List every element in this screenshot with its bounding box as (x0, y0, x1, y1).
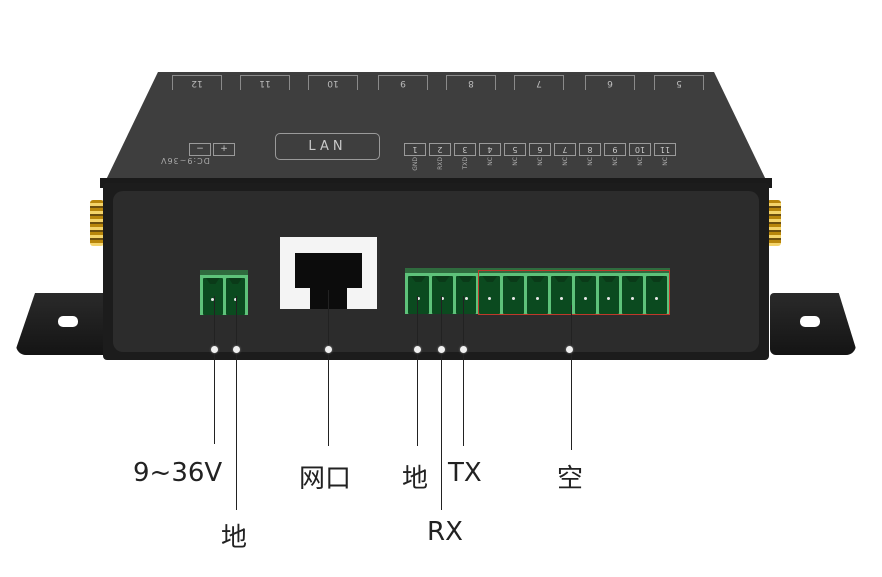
pin-function: NC (586, 157, 594, 166)
callout-dot (232, 346, 240, 353)
pin-number: 3 (454, 143, 476, 156)
pin-number: 2 (429, 143, 451, 156)
spare-pin[interactable] (550, 276, 572, 314)
pin-number: 11 (654, 143, 676, 156)
spare-pin[interactable] (622, 276, 644, 314)
pin-number: 10 (629, 143, 651, 156)
top-port-label: 7 (514, 75, 564, 90)
mounting-slot-right (800, 316, 820, 327)
pin-number: 1 (404, 143, 426, 156)
serial-pin-rx[interactable] (431, 276, 453, 314)
power-pin-ground[interactable] (225, 278, 245, 315)
pin-function: NC (636, 157, 644, 166)
top-port-label: 8 (446, 75, 496, 90)
spare-pin[interactable] (479, 276, 501, 314)
pin-number: 5 (504, 143, 526, 156)
spare-pin[interactable] (503, 276, 525, 314)
top-port-label: 12 (172, 75, 222, 90)
callout-dot (459, 346, 467, 353)
power-pin-positive[interactable] (203, 278, 223, 315)
callout-line-power (214, 296, 215, 444)
label-tx: TX (448, 458, 482, 488)
serial-terminal-block[interactable] (405, 268, 670, 314)
label-power-input: 9~36V (133, 458, 223, 488)
top-port-label: 11 (240, 75, 290, 90)
callout-line-tx (463, 296, 464, 446)
pin-number: 8 (579, 143, 601, 156)
spare-pin[interactable] (598, 276, 620, 314)
top-port-label: 6 (585, 75, 635, 90)
callout-line-power-ground (236, 296, 237, 510)
mounting-bracket-left (16, 293, 111, 355)
antenna-connector-right-icon (767, 200, 781, 246)
callout-dot (437, 346, 445, 353)
top-port-label: 5 (654, 75, 704, 90)
callout-dot (413, 346, 421, 353)
pin-function: NC (486, 157, 494, 166)
pin-function: NC (536, 157, 544, 166)
top-port-label: 9 (378, 75, 428, 90)
pin-number: 9 (604, 143, 626, 156)
antenna-connector-left-icon (90, 200, 104, 246)
spare-pin[interactable] (646, 276, 667, 314)
negative-mark: − (189, 143, 211, 156)
pin-function: NC (561, 157, 569, 166)
mounting-bracket-right (770, 293, 856, 355)
mounting-slot-left (58, 316, 78, 327)
callout-dot (324, 346, 332, 353)
serial-pin-tx[interactable] (455, 276, 477, 314)
dc-voltage-label: DC:9~36V (160, 156, 210, 165)
top-port-label: 10 (308, 75, 358, 90)
label-network-port: 网口 (299, 464, 352, 494)
callout-line-spare (571, 305, 572, 450)
serial-pin-ground[interactable] (408, 276, 429, 314)
label-rx: RX (427, 517, 463, 547)
spare-pin[interactable] (527, 276, 548, 314)
label-spare: 空 (557, 464, 584, 494)
pin-function: NC (511, 157, 519, 166)
label-serial-ground: 地 (402, 464, 429, 494)
rj45-socket (295, 253, 362, 288)
pin-function: RXD (436, 157, 444, 170)
spare-pin[interactable] (574, 276, 596, 314)
callout-dot (565, 346, 573, 353)
pin-function: TXD (461, 157, 469, 170)
pin-function: NC (661, 157, 669, 166)
pin-number: 4 (479, 143, 501, 156)
callout-line-serial-ground (417, 296, 418, 446)
pin-function: GND (411, 157, 419, 171)
label-power-ground: 地 (221, 523, 248, 553)
callout-line-rx (441, 296, 442, 510)
positive-mark: + (213, 143, 235, 156)
dc-polarity-marks: − + (189, 143, 235, 156)
power-terminal-block[interactable] (200, 270, 248, 315)
pin-number: 6 (529, 143, 551, 156)
callout-line-network (328, 290, 329, 446)
callout-dot (210, 346, 218, 353)
lan-label: LAN (275, 133, 380, 160)
pin-number: 7 (554, 143, 576, 156)
device-top-lid (105, 72, 767, 182)
pin-function: NC (611, 157, 619, 166)
